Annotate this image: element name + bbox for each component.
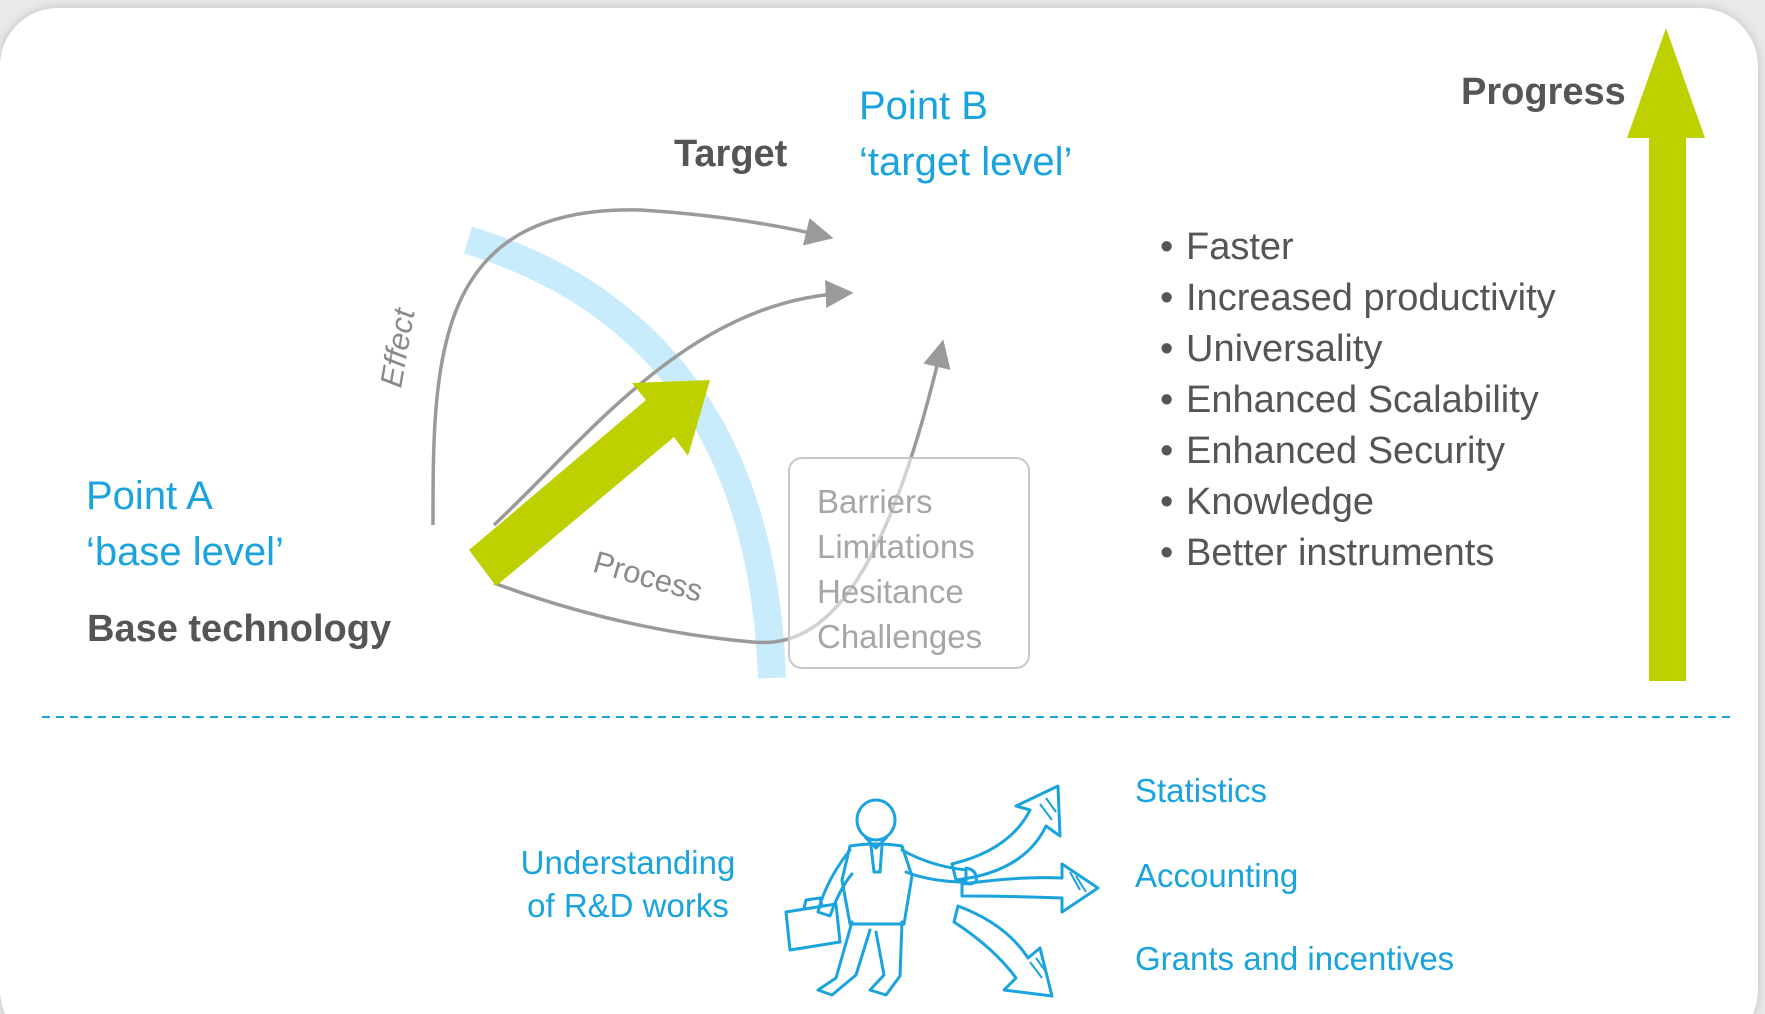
- progress-diagonal-arrow: [469, 380, 710, 586]
- progress-vertical-arrow: [1627, 28, 1705, 681]
- benefit-item: • Enhanced Security: [1160, 426, 1556, 477]
- outcome-accounting: Accounting: [1135, 857, 1299, 894]
- outcome-statistics: Statistics: [1135, 772, 1268, 809]
- benefit-text: Knowledge: [1186, 481, 1375, 523]
- barrier-item: Barriers: [817, 483, 933, 520]
- progress-label: Progress: [1461, 71, 1626, 113]
- barriers-box: Barriers Limitations Hesitance Challenge…: [788, 457, 1030, 669]
- outcome-grants: Grants and incentives: [1135, 940, 1455, 977]
- barrier-item: Challenges: [817, 618, 983, 655]
- three-direction-arrows-icon: [950, 784, 1100, 998]
- benefit-item: • Faster: [1160, 222, 1556, 273]
- point-b-line2: ‘target level’: [859, 140, 1073, 184]
- point-a-label: Point A ‘base level’: [86, 468, 284, 580]
- bullet: •: [1160, 379, 1174, 421]
- point-a-line1: Point A: [86, 474, 213, 518]
- benefits-list: • Faster • Increased productivity • Univers…: [1160, 222, 1556, 579]
- businessman-with-briefcase-icon: [784, 798, 978, 997]
- bullet: •: [1160, 430, 1174, 472]
- understanding-line2: of R&D works: [527, 887, 729, 924]
- middle-curve: [492, 280, 854, 527]
- bullet: •: [1160, 481, 1174, 523]
- understanding-label: Understanding of R&D works: [521, 841, 736, 927]
- benefit-item: • Knowledge: [1160, 477, 1556, 528]
- bullet: •: [1160, 277, 1174, 319]
- bullet: •: [1160, 328, 1174, 370]
- base-technology-label: Base technology: [87, 608, 392, 650]
- benefit-item: • Increased productivity: [1160, 273, 1556, 324]
- point-b-line1: Point B: [859, 84, 988, 128]
- bullet: •: [1160, 226, 1174, 268]
- benefit-item: • Better instruments: [1160, 528, 1556, 579]
- benefit-text: Enhanced Scalability: [1186, 379, 1539, 421]
- benefit-text: Better instruments: [1186, 532, 1495, 574]
- point-b-label: Point B ‘target level’: [859, 78, 1072, 190]
- benefit-item: • Universality: [1160, 324, 1556, 375]
- point-a-line2: ‘base level’: [86, 530, 284, 574]
- barrier-item: Hesitance: [817, 573, 964, 610]
- bullet: •: [1160, 532, 1174, 574]
- understanding-line1: Understanding: [520, 844, 736, 881]
- target-label: Target: [674, 133, 788, 175]
- barrier-item: Limitations: [817, 528, 975, 565]
- benefit-item: • Enhanced Scalability: [1160, 375, 1556, 426]
- benefit-text: Faster: [1186, 226, 1294, 268]
- benefit-text: Increased productivity: [1186, 277, 1556, 319]
- effect-curve: [431, 208, 834, 526]
- benefit-text: Universality: [1186, 328, 1383, 370]
- benefit-text: Enhanced Security: [1186, 430, 1505, 472]
